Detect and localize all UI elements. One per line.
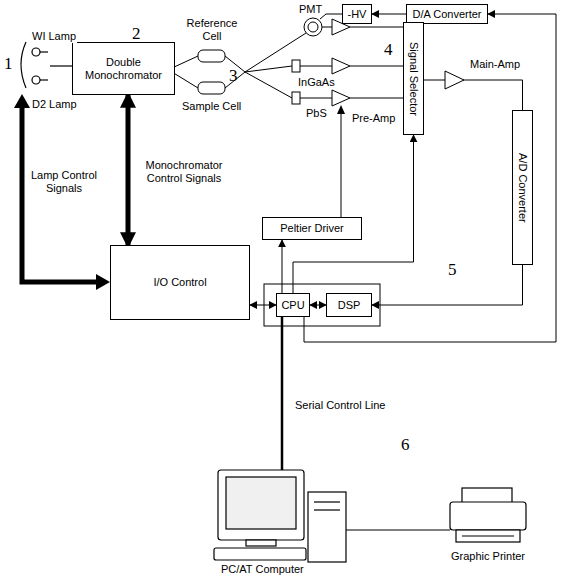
pre-amplifiers [332,58,350,74]
cell-label: Reference Cell [179,17,245,42]
callout-number: 2 [131,24,142,44]
hv-box: -HV [342,4,372,24]
selector-box: Signal Selector [403,22,424,135]
detector-label: PbS [305,107,328,120]
serial-line [281,317,284,470]
optical-path [245,33,306,72]
computer-icon [218,470,304,540]
peltier-arrow [341,112,342,217]
signal-line [372,265,523,305]
line-label: Serial Control Line [294,399,387,412]
box-text: D/A Converter [412,8,481,21]
signal-line [250,305,276,306]
detectors [292,60,300,72]
detectors [322,27,332,28]
detectors [304,18,322,36]
amp-label: Pre-Amp [351,112,396,125]
callout-number: 5 [447,260,458,280]
optical-path [245,66,292,72]
lamp-label: D2 Lamp [31,98,78,111]
control-box: I/O Control [110,245,250,320]
optical-path [245,72,292,98]
dsp-box: DSP [326,293,372,317]
pre-amplifiers [332,90,350,106]
computer-icon [346,529,450,530]
computer-icon [214,548,306,560]
peltier-arrow [337,105,345,114]
printer-icon [462,535,514,536]
serial-line [282,317,283,470]
pre-amplifiers [350,27,405,28]
cell-label: Sample Cell [181,100,242,113]
lamp-assembly [40,79,48,80]
lamp-control-arrow [14,94,30,108]
converter-box: A/D Converter [512,110,533,265]
optical-path [172,72,198,88]
box-text: CPU [281,299,304,312]
control-bus-arrow [126,95,131,245]
box-text: A/D Converter [516,153,529,223]
lamp-assembly [32,76,40,84]
main-amplifier [445,71,464,89]
detector-label: InGaAs [297,76,336,89]
signal-line [282,240,283,293]
printer-icon [456,530,520,542]
computer-icon [226,477,296,529]
computer-label: PC/AT Computer [220,563,305,576]
lamp-assembly [32,48,40,56]
signal-label: Lamp Control Signals [28,169,100,194]
detectors [300,66,332,67]
main-amplifier [445,71,464,89]
computer-icon [314,501,340,502]
detectors [308,22,318,32]
box-text: Double Monochromator [73,56,174,81]
lamp-control-arrow [96,274,110,290]
pre-amplifiers [332,19,405,106]
lamp-assembly [21,42,75,88]
printer-icon [450,488,526,542]
signal-line [310,305,326,306]
box-text: Peltier Driver [280,222,344,235]
pre-amplifiers [350,66,405,67]
box-text: Signal Selector [407,42,420,116]
signal-label: Monochromator Control Signals [133,159,235,184]
signal-line [293,135,414,293]
peltier-arrow [337,105,345,217]
printer-label: Graphic Printer [450,550,526,563]
optical-path [172,33,306,98]
signal-line [424,80,523,110]
signal-line [304,14,556,342]
callout-number: 6 [400,435,411,455]
detectors [300,98,332,99]
callout-number: 1 [3,54,14,74]
lamp-label: WI Lamp [31,30,77,43]
monochromator-box: Double Monochromator [72,42,175,95]
callout-number: 4 [383,40,394,60]
callout-number: 3 [228,66,239,86]
optical-path [198,50,225,62]
optical-path [172,56,198,68]
box-text: DSP [338,299,361,312]
lamp-control-arrow [14,94,110,290]
detectors [292,92,300,104]
computer-icon [246,540,276,546]
pre-amplifiers [350,98,405,99]
lamp-assembly [40,51,48,52]
driver-box: Peltier Driver [262,217,362,240]
amp-label: Main-Amp [469,58,521,71]
computer-icon [308,492,346,562]
cpu-box: CPU [276,293,310,317]
converter-box: D/A Converter [406,4,488,24]
computer-icon [314,509,340,510]
signal-line [372,14,406,15]
detector-label: PMT [298,3,323,16]
printer-icon [450,502,526,530]
box-text: I/O Control [153,276,206,289]
box-text: -HV [348,8,367,21]
lamp-assembly [21,42,26,88]
optical-path [198,82,225,94]
computer-icon [214,470,450,562]
